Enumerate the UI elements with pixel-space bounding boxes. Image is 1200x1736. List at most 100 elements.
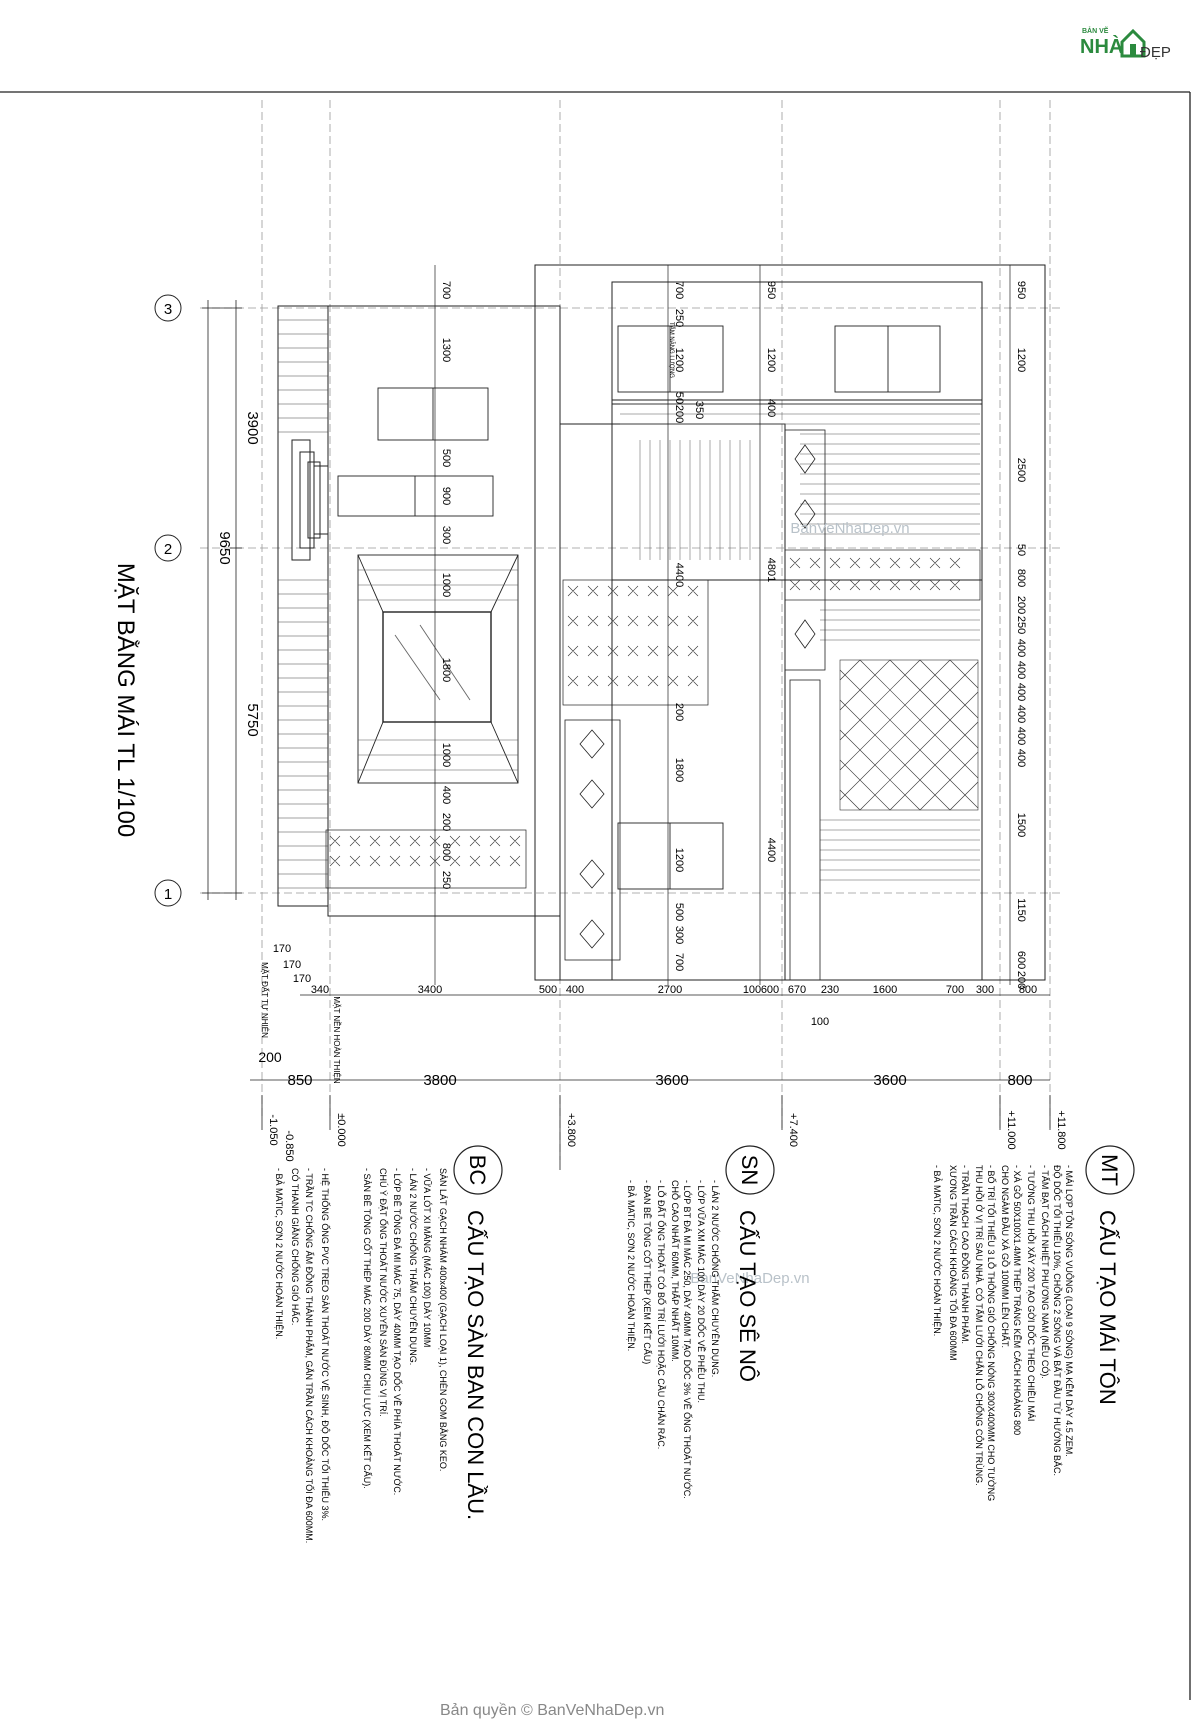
bdim-9: 1600 bbox=[873, 984, 897, 996]
sn-line-3: CHỖ CAO NHẤT 60MM, THẤP NHẤT 10MM. bbox=[670, 1180, 681, 1362]
vdim1-1: 1300 bbox=[440, 338, 452, 362]
vdim1-6: 1800 bbox=[440, 658, 452, 682]
vdim1-2: 500 bbox=[440, 449, 452, 467]
vdim3-3: 400 bbox=[765, 399, 777, 417]
vdim2-13: 4400 bbox=[765, 838, 777, 862]
vdim2-5: 4400 bbox=[673, 563, 685, 587]
bdim-2: 500 bbox=[539, 984, 557, 996]
mt-line-10: - BẢ MATIC, SƠN 2 NƯỚC HOÀN THIỆN. bbox=[932, 1165, 943, 1336]
level-3: +3.800 bbox=[565, 1113, 577, 1147]
legend-sn-lines: - LÁN 2 NƯỚC CHỐNG THẤM CHUYÊN DỤNG. - L… bbox=[626, 1180, 721, 1499]
vdim3-0: 950 bbox=[765, 281, 777, 299]
vdim4-9: 400 bbox=[1015, 683, 1027, 701]
bdim-1: 3400 bbox=[418, 984, 442, 996]
sn-line-0: - LÁN 2 NƯỚC CHỐNG THẤM CHUYÊN DỤNG. bbox=[710, 1180, 721, 1377]
mt-line-8: - TRẦN THẠCH CAO ĐỒNG THÀNH PHẨM. bbox=[960, 1165, 971, 1344]
level-1: -0.850 bbox=[283, 1130, 295, 1161]
bc-line-5: - SÀN BÊ TÔNG CỐT THÉP MÁC 200 DÀY 80MM … bbox=[362, 1168, 373, 1489]
vdim3-1: 1200 bbox=[765, 348, 777, 372]
sn-line-6: - BẢ MATIC, SƠN 2 NƯỚC HOÀN THIỆN. bbox=[626, 1180, 637, 1351]
vdim2-11: 300 bbox=[673, 926, 685, 944]
vdim1-8: 400 bbox=[440, 786, 452, 804]
bdim-3: 400 bbox=[566, 984, 584, 996]
grid-label-3: 3 bbox=[164, 301, 172, 318]
gutter-columns bbox=[564, 429, 826, 981]
watermark-1: BanVeNhaDep.vn bbox=[790, 520, 909, 537]
vdim1-7: 1000 bbox=[440, 743, 452, 767]
vdim4-6: 250 bbox=[1015, 616, 1027, 634]
bdim-10: 700 bbox=[946, 984, 964, 996]
vdim4-12: 400 bbox=[1015, 749, 1027, 767]
breeze-block-panels bbox=[325, 549, 981, 889]
side-dim-2: 170 bbox=[293, 973, 311, 985]
roof-ribs-right bbox=[620, 403, 980, 881]
vdim3-2: 350 bbox=[693, 401, 705, 419]
bc-line-2: - LÁN 2 NƯỚC CHỐNG THẤM CHUYÊN DỤNG. bbox=[408, 1168, 419, 1365]
grid-bubble-2 bbox=[154, 534, 182, 562]
legend-mt-lines: - MÁI LỢP TÔN SÓNG VUÔNG (LOẠI 9 SÓNG) M… bbox=[932, 1165, 1074, 1501]
bc-line-0: SÀN LÁT GẠCH NHÁM 400x400 (GẠCH LOẠI 1),… bbox=[438, 1168, 448, 1471]
side-dim-0: 170 bbox=[273, 943, 291, 955]
vdim1-9: 200 bbox=[440, 813, 452, 831]
copyright-text: Bản quyền © BanVeNhaDep.vn bbox=[440, 1702, 665, 1719]
window-label-1: TẤM NĂNG LƯỢNG bbox=[668, 322, 675, 378]
vdim1-0: 700 bbox=[440, 281, 452, 299]
vdim1-11: 250 bbox=[440, 871, 452, 889]
watermark-2: BanVeNhaDep.vn bbox=[690, 1270, 809, 1287]
vdim2-9: 1200 bbox=[673, 848, 685, 872]
vdim4-11: 400 bbox=[1015, 727, 1027, 745]
bc-line-3: - LỚP BÊ TÔNG ĐÁ MI MÁC 75, DÀY 40MM TẠO… bbox=[392, 1168, 403, 1495]
brand-mid: NHÀ bbox=[1080, 36, 1124, 58]
span-2: 3600 bbox=[655, 1072, 688, 1089]
level-markers bbox=[261, 1095, 1051, 1170]
side-dim-1: 170 bbox=[283, 959, 301, 971]
legend-sn-code: SN bbox=[737, 1155, 762, 1186]
vdim2-8: 1800 bbox=[673, 758, 685, 782]
vdim4-10: 400 bbox=[1015, 705, 1027, 723]
legend-bc-code: BC bbox=[465, 1155, 490, 1186]
legend-sn-title: CẤU TẠO SÊ NÔ bbox=[735, 1210, 760, 1382]
legend-bc-title: CẤU TẠO SÀN BAN CON LẦU. bbox=[463, 1210, 488, 1520]
vdim2-7: 200 bbox=[673, 703, 685, 721]
dim-5750: 5750 bbox=[244, 703, 261, 736]
windows-upper bbox=[617, 325, 941, 890]
brand-top: BẢN VẼ bbox=[1082, 28, 1109, 35]
sn-line-1: - LỚP VỮA XM MÁC 100 DÀY 20 DỐC VỀ PHỄU … bbox=[696, 1180, 707, 1403]
vdim4-2: 2500 bbox=[1015, 458, 1027, 482]
dim-9650: 9650 bbox=[216, 531, 233, 564]
vdim2-1: 250 bbox=[673, 309, 685, 327]
bottom-dim-lines bbox=[250, 994, 1050, 1081]
bc-line-9: - BẢ MATIC, SƠN 2 NƯỚC HOÀN THIỆN. bbox=[274, 1168, 285, 1339]
bdim-0: 340 bbox=[311, 984, 329, 996]
span-4: 800 bbox=[1007, 1072, 1032, 1089]
vdim1-3: 900 bbox=[440, 487, 452, 505]
mt-line-1: ĐỘ DỐC TỐI THIỂU 10%, CHỒNG 2 SÓNG VÀ BẮ… bbox=[1052, 1165, 1063, 1476]
mt-line-9: XƯƠNG TRẦN CÁCH KHOẢNG TỐI ĐA 600MM bbox=[948, 1165, 959, 1361]
bc-line-8: CÓ THANH GIẰNG CHỐNG GIÓ HẤC. bbox=[290, 1168, 301, 1325]
bdim-8: 230 bbox=[821, 984, 839, 996]
mt-line-3: - XÀ GỒ 50X100X1.4MM THÉP TRÁNG KẼM CÁCH… bbox=[1012, 1165, 1023, 1435]
legend-bc bbox=[453, 1145, 503, 1195]
grid-label-1: 1 bbox=[164, 886, 172, 903]
vdim4-3: 50 bbox=[1015, 544, 1027, 556]
level-6: +11.800 bbox=[1055, 1110, 1067, 1149]
sn-line-5: - ĐAN BÊ TÔNG CỐT THÉP (XEM KẾT CẤU) bbox=[642, 1180, 653, 1364]
breeze-block-pattern bbox=[329, 557, 961, 867]
vdim4-8: 400 bbox=[1015, 661, 1027, 679]
sn-line-2: - LỚP BT ĐÁ MI MÁC 250, DÀY 40MM TẠO DỐC… bbox=[682, 1180, 693, 1499]
brick-hatch bbox=[278, 319, 328, 889]
balcony-strip bbox=[277, 305, 329, 907]
label-finished-floor: MẶT NỀN HOÀN THIỆN bbox=[332, 996, 342, 1083]
bdim-4: 2700 bbox=[658, 984, 682, 996]
mt-line-5: - TƯỜNG THU HỒI XÂY 200 TẠO GỜI DỐC THEO… bbox=[1026, 1165, 1037, 1421]
mt-line-0: - MÁI LỢP TÔN SÓNG VUÔNG (LOẠI 9 SÓNG) M… bbox=[1064, 1165, 1074, 1457]
span-3: 3600 bbox=[873, 1072, 906, 1089]
legend-bc-lines: SÀN LÁT GẠCH NHÁM 400x400 (GẠCH LOẠI 1),… bbox=[274, 1168, 448, 1543]
legend-mt bbox=[1085, 1145, 1135, 1195]
skylight bbox=[382, 611, 492, 723]
vdim2-3: 50 bbox=[673, 392, 685, 404]
bdim-7: 670 bbox=[788, 984, 806, 996]
level-2: ±0.000 bbox=[335, 1113, 347, 1147]
vdim1-5: 1000 bbox=[440, 573, 452, 597]
